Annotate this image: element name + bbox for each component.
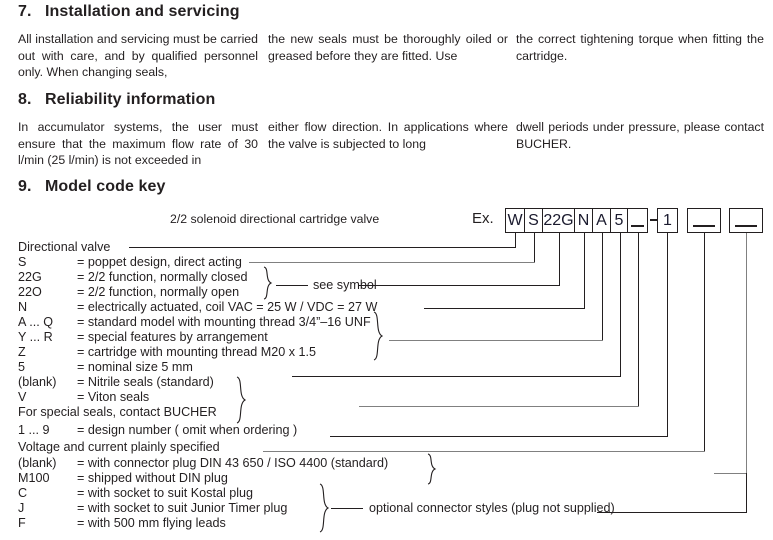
key-row-2-code: 22G [18, 270, 42, 284]
key-row-18-desc: = with 500 mm flying leads [77, 516, 226, 530]
leader-h-seals [359, 406, 639, 407]
brace-connector-plug [426, 453, 439, 485]
key-row-16-code: C [18, 486, 28, 500]
leader-h-optional-left [331, 508, 363, 509]
code-box-3[interactable]: 22G [543, 208, 575, 233]
key-row-8-code: 5 [18, 360, 26, 374]
model-code-caption: 2/2 solenoid directional cartridge valve [170, 212, 380, 226]
code-box-10-blank[interactable] [729, 208, 763, 233]
key-row-17-desc: = with socket to suit Junior Timer plug [77, 501, 288, 515]
key-row-0-code: Directional valve [18, 240, 111, 254]
key-row-14-desc: = with connector plug DIN 43 650 / ISO 4… [77, 456, 389, 470]
code-box-8[interactable]: 1 [657, 208, 678, 233]
key-row-14-code: (blank) [18, 456, 57, 470]
key-row-18-code: F [18, 516, 26, 530]
annotation-see-symbol: see symbol [313, 278, 377, 292]
key-row-6-code: Y ... R [18, 330, 53, 344]
key-row-11-code: For special seals, contact BUCHER [18, 405, 217, 419]
leader-v-box7 [638, 233, 639, 406]
leader-v-box2 [534, 233, 535, 262]
leader-v-box1 [515, 233, 516, 247]
key-row-4-code: N [18, 300, 28, 314]
leader-v-box10 [746, 233, 747, 473]
key-row-15-desc: = shipped without DIN plug [77, 471, 228, 485]
section-7-column-1: All installation and servicing must be c… [18, 32, 258, 80]
section-7-column-3: the correct tightening torque when fitti… [516, 32, 764, 63]
section-title: Installation and servicing [45, 3, 240, 20]
brace-optional-connector [318, 483, 332, 533]
underscore-mark [735, 211, 757, 227]
key-row-3-code: 22O [18, 285, 42, 299]
key-row-10-desc: = Viton seals [77, 390, 150, 404]
code-box-5[interactable]: A [593, 208, 611, 233]
key-row-9-desc: = Nitrile seals (standard) [77, 375, 214, 389]
leader-h-see-symbol-left [276, 285, 308, 286]
section-title: Reliability information [45, 91, 216, 108]
leader-h-poppet [249, 262, 535, 263]
leader-v-box6 [620, 233, 621, 376]
leader-h-design-number [330, 436, 668, 437]
code-box-2[interactable]: S [525, 208, 543, 233]
key-row-8-desc: = nominal size 5 mm [77, 360, 193, 374]
leader-h-voltage [263, 451, 705, 452]
key-row-1-code: S [18, 255, 27, 269]
section-8-column-2: either flow direction. In applications w… [268, 120, 508, 151]
leader-h-mounting [389, 340, 603, 341]
example-label: Ex. [472, 210, 494, 227]
leader-v-box3 [559, 233, 560, 285]
section-title: Model code key [45, 178, 166, 195]
section-number: 7. [18, 3, 32, 20]
code-box-9-blank[interactable] [687, 208, 721, 233]
underscore-mark [631, 212, 644, 227]
leader-h-coil [424, 308, 585, 309]
leader-h-nominal [292, 376, 621, 377]
key-row-10-code: V [18, 390, 27, 404]
code-separator-dash [650, 219, 657, 221]
leader-v-box9 [704, 233, 705, 451]
code-box-1[interactable]: W [505, 208, 525, 233]
section-heading-8: 8. Reliability information [18, 91, 215, 109]
section-heading-7: 7. Installation and servicing [18, 3, 240, 21]
brace-seals [235, 376, 249, 424]
brace-see-symbol [262, 266, 274, 300]
code-box-4[interactable]: N [575, 208, 593, 233]
key-row-6-desc: = special features by arrangement [77, 330, 268, 344]
key-row-12-code: 1 ... 9 [18, 423, 50, 437]
leader-h-directional-valve [129, 247, 516, 248]
leader-v-box4 [584, 233, 585, 308]
key-row-2-desc: = 2/2 function, normally closed [77, 270, 248, 284]
leader-v-box8 [667, 233, 668, 436]
section-7-column-2: the new seals must be thoroughly oiled o… [268, 32, 508, 63]
code-box-6[interactable]: 5 [611, 208, 628, 233]
key-row-5-code: A ... Q [18, 315, 53, 329]
section-heading-9: 9. Model code key [18, 178, 166, 196]
key-row-9-code: (blank) [18, 375, 57, 389]
leader-h-connector-plug [714, 473, 747, 474]
underscore-mark [693, 211, 715, 227]
key-row-7-code: Z [18, 345, 26, 359]
key-row-7-desc: = cartridge with mounting thread M20 x 1… [77, 345, 317, 359]
section-number: 8. [18, 91, 32, 108]
section-8-column-3: dwell periods under pressure, please con… [516, 120, 764, 151]
leader-v-optional-connector [746, 473, 747, 512]
key-row-16-desc: = with socket to suit Kostal plug [77, 486, 254, 500]
key-row-12-desc: = design number ( omit when ordering ) [77, 423, 298, 437]
leader-h-optional-connector [597, 512, 747, 513]
leader-v-box5 [602, 233, 603, 340]
key-row-15-code: M100 [18, 471, 50, 485]
key-row-17-code: J [18, 501, 25, 515]
key-row-4-desc: = electrically actuated, coil VAC = 25 W… [77, 300, 378, 314]
brace-mounting [372, 311, 386, 361]
annotation-optional-connector: optional connector styles (plug not supp… [369, 501, 615, 515]
key-row-13-code: Voltage and current plainly specified [18, 440, 220, 454]
key-row-1-desc: = poppet design, direct acting [77, 255, 242, 269]
key-row-5-desc: = standard model with mounting thread 3/… [77, 315, 371, 329]
section-number: 9. [18, 178, 32, 195]
section-8-column-1: In accumulator systems, the user must en… [18, 120, 258, 168]
code-box-7-blank[interactable] [628, 208, 648, 233]
leader-h-see-symbol-right [359, 285, 560, 286]
key-row-3-desc: = 2/2 function, normally open [77, 285, 240, 299]
